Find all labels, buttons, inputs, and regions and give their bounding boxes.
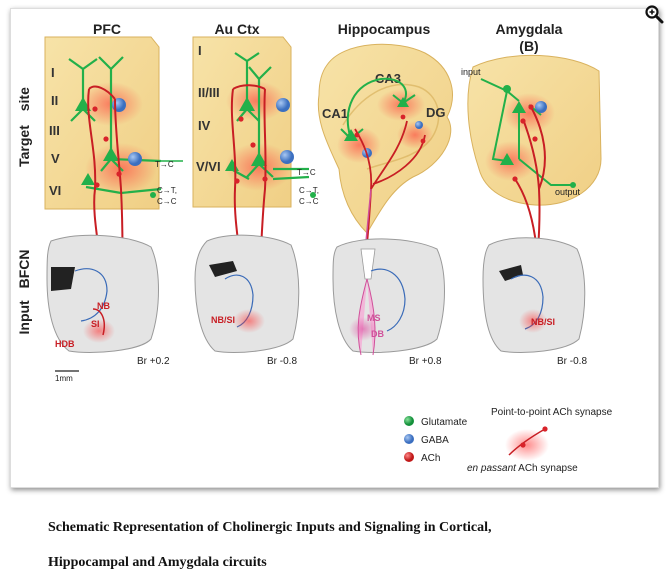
au-out-tc: T→C: [297, 168, 316, 177]
pfc-out-ct: C→T,: [157, 186, 177, 195]
brain-section-pfc: NB SI HDB 1mm Br +0.2: [46, 234, 170, 383]
legend-glutamate: Glutamate: [421, 417, 468, 428]
brain-section-auctx: NB/SI Br -0.8: [194, 234, 300, 367]
col-title-hippocampus: Hippocampus: [338, 21, 431, 37]
au-layer-5-6: V/VI: [196, 159, 221, 174]
pfc-layer-6: VI: [49, 183, 61, 198]
legend-ach: ACh: [421, 453, 440, 464]
col-title-pfc: PFC: [93, 21, 121, 37]
hippocampus-panel: CA3 CA1 DG: [317, 43, 453, 310]
au-layer-4: IV: [198, 118, 211, 133]
bregma-amygdala: Br -0.8: [557, 356, 587, 367]
legend-ach-dot: [404, 452, 414, 462]
label-nbsi-auctx: NB/SI: [211, 315, 235, 325]
legend-gaba: GABA: [421, 435, 449, 446]
figure-caption-line-1: Schematic Representation of Cholinergic …: [48, 520, 492, 535]
bregma-pfc: Br +0.2: [137, 356, 170, 367]
figure-panel: PFC Au Ctx Hippocampus Amygdala (B) Targ…: [10, 8, 659, 488]
legend-point-to-point: Point-to-point ACh synapse: [491, 407, 613, 418]
scale-bar-label: 1mm: [55, 374, 73, 383]
label-ms: MS: [367, 313, 381, 323]
brain-section-amygdala: NB/SI Br -0.8: [482, 237, 587, 367]
pfc-out-cc: C→C: [157, 197, 177, 206]
label-db: DB: [371, 329, 384, 339]
auctx-panel: I II/III IV V/VI T→C C→T, C→C: [192, 36, 319, 315]
pfc-layer-2: II: [51, 93, 58, 108]
au-out-ct: C→T,: [299, 186, 319, 195]
pfc-layer-5: V: [51, 151, 60, 166]
pfc-layer-1: I: [51, 65, 55, 80]
pfc-panel: I II III V VI T→C C→T, C→C: [44, 36, 183, 315]
legend-glutamate-dot: [404, 416, 414, 426]
label-si-pfc: SI: [91, 319, 100, 329]
row-label-target-site: Target site: [16, 87, 32, 167]
col-title-amygdala: Amygdala: [496, 21, 563, 37]
bregma-auctx: Br -0.8: [267, 356, 297, 367]
hippo-ca1: CA1: [322, 106, 348, 121]
col-subtitle-amygdala: (B): [519, 38, 538, 54]
cholinergic-circuit-diagram: PFC Au Ctx Hippocampus Amygdala (B) Targ…: [16, 21, 613, 474]
zoom-icon[interactable]: [644, 4, 664, 24]
label-hdb: HDB: [55, 339, 75, 349]
legend: Glutamate GABA ACh Point-to-point ACh sy…: [404, 407, 613, 474]
bregma-hippocampus: Br +0.8: [409, 356, 442, 367]
legend-en-passant: en passant ACh synapse: [467, 463, 578, 474]
hippo-dg: DG: [426, 105, 446, 120]
amygdala-panel: input output: [461, 54, 602, 315]
pfc-out-tc: T→C: [155, 160, 174, 169]
row-label-input-bfcn: Input BFCN: [16, 250, 32, 335]
au-layer-1: I: [198, 43, 202, 58]
label-nbsi-amygdala: NB/SI: [531, 317, 555, 327]
amyg-output-label: output: [555, 187, 581, 197]
brain-section-hippocampus: MS DB Br +0.8: [332, 238, 445, 367]
pfc-layer-3: III: [49, 123, 60, 138]
legend-gaba-dot: [404, 434, 414, 444]
au-out-cc: C→C: [299, 197, 319, 206]
figure-caption-line-2: Hippocampal and Amygdala circuits: [48, 555, 267, 570]
au-layer-2-3: II/III: [198, 85, 220, 100]
label-nb-pfc: NB: [97, 301, 110, 311]
amyg-input-label: input: [461, 67, 481, 77]
col-title-auctx: Au Ctx: [214, 21, 259, 37]
